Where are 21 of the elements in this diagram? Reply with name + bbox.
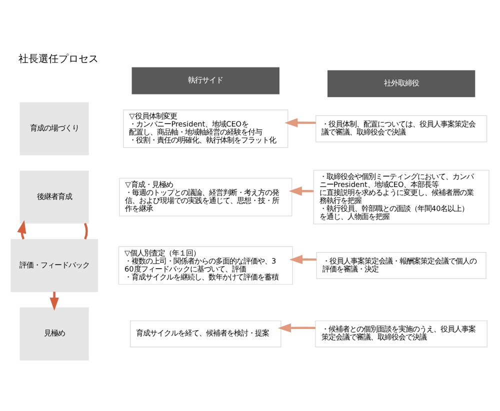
node-box: ・取締役会や個別ミーティングにおいて、カンパニーPresident、地域CEO、本部長等に直接説明を求めるように変更し、候補者層の業務執行を把握 ・執行役員、幹部職との面談（年間40名以上）を通じ、人物面を把握 [313,170,490,224]
node-box: 執行サイド [132,67,280,94]
arrow [288,186,314,196]
diagram-title: 社長選任プロセス [18,54,99,65]
node-box: 後継者育成 [20,170,89,224]
node-box: 育成サイクルを経て、候補者を検討・提案 [130,320,282,348]
node-box: 育成の場づくり [20,102,89,156]
node-box: ▽個人別査定（年１回） ・複数の上司・関係者からの多面的な評価や、360度フィードバックに基づいて、評価 ・育成サイクルを継続し、数年かけて評価を蓄積 [118,246,293,285]
node-box: 評価・フィードバック [10,238,98,292]
node-box: ・役員体制、配置については、役員人事案策定会議で審議、取締役会で決議 [315,115,488,142]
node-box: ▽役員体制変更 ・カンパニーPresident、地域CEOを配置し、商品軸・地域軸経営の経験を付与 ・役割・責任の明確化、執行体制をフラット化 [123,109,288,148]
node-box: ・役員人事案策定会議・報酬案策定会議で個人の評価を審議・決定 [316,252,486,279]
arrow [278,323,316,333]
connector [84,222,88,240]
node-box: ▽育成・見極め ・毎週のトップとの議論、経営判断・考え方の発信、および現場での実践を通じて、思想・技・所作を継承 [119,178,292,216]
node-box: 見極め [20,307,89,360]
arrow [50,292,59,311]
arrow [284,118,316,128]
node-box: 社外取締役 [327,70,476,98]
node-box: ・候補者との個別面談を実施のうえ、役員人事案策定会議で審議、取締役会で決議 [315,320,488,348]
arrow [289,254,316,264]
